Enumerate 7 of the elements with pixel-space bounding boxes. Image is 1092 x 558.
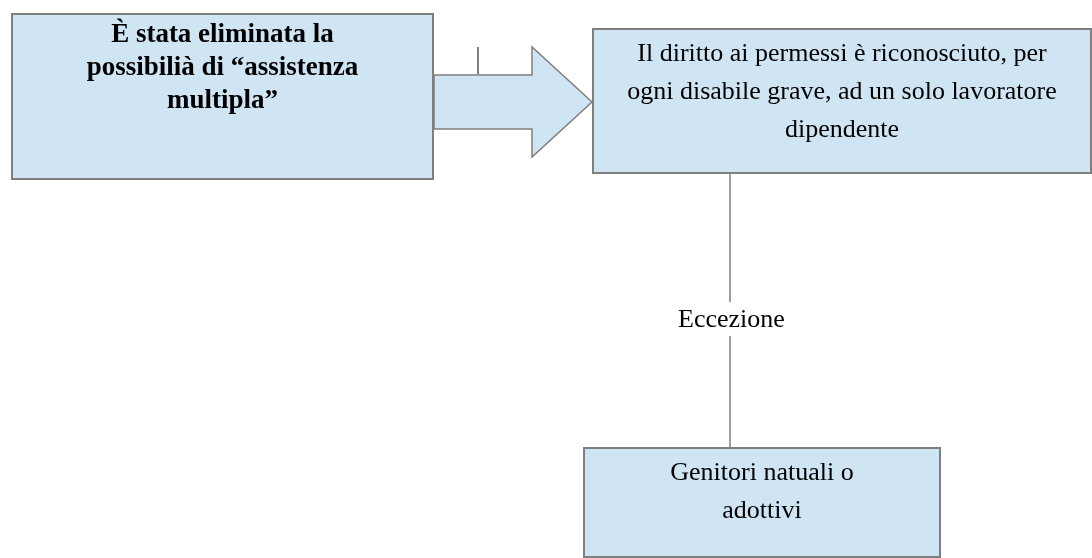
block-arrow bbox=[433, 45, 594, 159]
box-text: Il diritto ai permessi è riconosciuto, per ogni disabile grave, ad un solo lavoratore dipendente bbox=[626, 37, 1058, 145]
box-text: È stata eliminata la possibilià di “assistenza multipla” bbox=[85, 17, 360, 116]
text-box bbox=[592, 28, 1092, 174]
text-box bbox=[11, 13, 434, 180]
box-text: Genitori natuali o adottivi bbox=[669, 456, 855, 526]
text-box bbox=[583, 447, 941, 558]
